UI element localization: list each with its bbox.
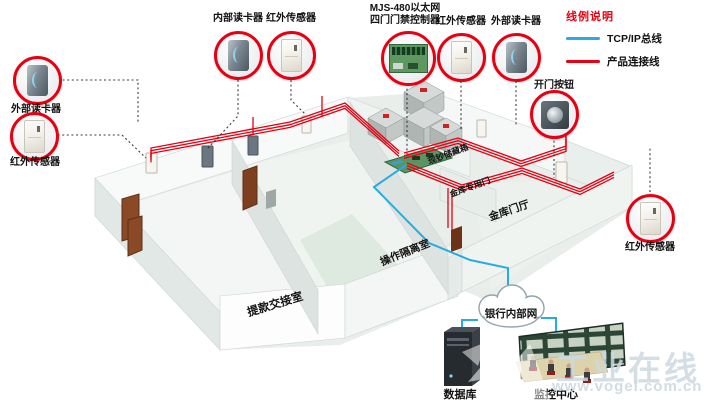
cloud-shape [478,284,545,328]
controller-label-line2: 四门门禁控制器 [370,15,440,26]
open-door-button-label: 开门按钮 [534,80,574,91]
ir-sensor-left-label: 红外传感器 [10,157,60,168]
ir-sensor-right-callout [626,194,675,243]
line-legend: 线例说明 TCP/IP总线 产品连接线 [566,8,700,77]
controller-board-icon [389,44,428,73]
ir-sensor-top-left-callout [267,31,316,80]
controller-label-line1: MJS-480以太网 [369,3,441,14]
ir-sensor-icon [24,120,45,153]
ir-sensor-right-label: 红外传感器 [625,242,675,253]
monitor-center-label: 监控中心 [534,389,578,401]
legend-title: 线例说明 [566,11,614,23]
database-label: 数据库 [443,389,477,401]
internal-reader-callout [214,31,263,80]
card-reader-icon [506,42,527,73]
monitor-wall [515,322,626,383]
ir-sensor-top-left-label: 红外传感器 [266,13,316,24]
ir-sensor-top-right-label: 红外传感器 [436,16,486,27]
product-line-swatch [566,60,600,63]
callout-connectors [53,79,651,192]
tcpip-line-swatch [566,37,600,40]
external-reader-left-label: 外部读卡器 [11,104,61,115]
ir-sensor-top-right-callout [437,33,486,82]
internal-reader-label: 内部读卡器 [213,13,263,24]
ir-sensor-icon [640,202,661,235]
ir-sensor-icon [451,41,472,74]
legend-item-tcpip: TCP/IP总线 [566,31,700,46]
product-connection-wires [150,96,615,230]
ir-sensor-icon [281,39,302,72]
database-server [444,327,480,386]
card-reader-icon [228,40,249,71]
external-reader-top-callout [492,33,541,82]
ir-sensor-left-callout [10,112,59,161]
doors [121,165,462,257]
legend-item-product: 产品连接线 [566,54,700,69]
push-button-icon [540,100,569,129]
controller-callout [381,31,436,86]
cloud-label: 银行内部网 [484,308,538,320]
card-reader-icon [27,65,48,96]
external-reader-top-label: 外部读卡器 [491,16,541,27]
external-reader-left-callout [13,56,62,105]
open-door-button-callout [530,90,579,139]
